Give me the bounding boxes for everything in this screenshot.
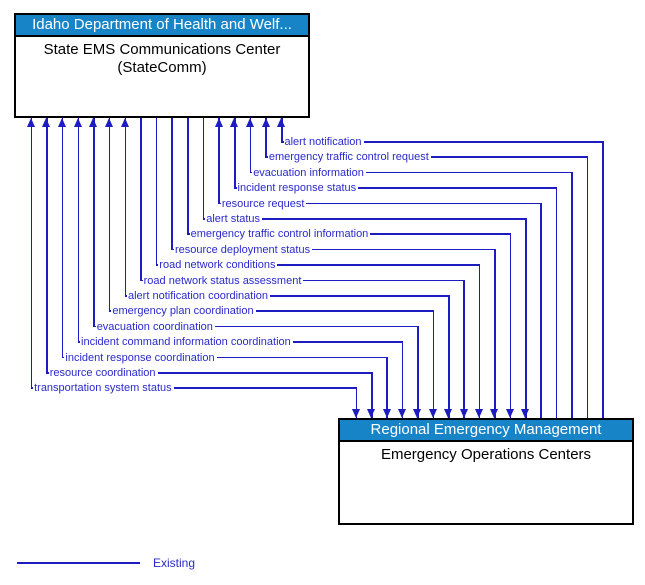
flow-line-vertical-bottom [432,310,435,418]
flow-line-vertical-bottom [509,233,512,418]
flow-label: incident response coordination [64,351,217,364]
flow-line-vertical-bottom [525,218,527,418]
up-arrowhead-icon [26,118,35,127]
flow-line-vertical-top [171,118,173,249]
flow-line-vertical-bottom [463,279,465,418]
flow-line-horizontal [93,325,419,328]
flow-label: incident command information coordinatio… [80,336,293,349]
flow-line-vertical-top [234,118,236,188]
flow-line-vertical-bottom [371,372,373,418]
flow-line-horizontal [46,372,373,374]
flow-line-vertical-bottom [417,325,419,418]
down-arrowhead-icon [428,409,437,418]
flow-line-vertical-bottom [586,156,589,418]
flow-line-vertical-top [93,118,95,326]
up-arrowhead-icon [105,118,114,127]
down-arrowhead-icon [521,409,530,418]
flow-line-vertical-bottom [555,187,558,418]
flow-line-vertical-top [202,118,205,218]
flow-line-vertical-top [155,118,158,265]
up-arrowhead-icon [214,118,223,127]
legend-existing-label: Existing [153,556,196,570]
flow-label: transportation system status [33,382,174,395]
flow-line-vertical-bottom [571,171,573,418]
flow-label: incident response status [236,182,359,195]
flow-line-vertical-top [46,118,48,372]
flow-line-vertical-top [265,118,267,157]
flow-label: road network conditions [158,259,278,272]
down-arrowhead-icon [351,409,360,418]
statecomm-entity-box: Idaho Department of Health and Welf... S… [14,13,310,118]
up-arrowhead-icon [230,118,239,127]
eoc-entity-box: Regional Emergency Management Emergency … [338,418,634,525]
flow-label: resource deployment status [173,243,313,256]
flow-label: emergency traffic control information [189,228,371,241]
flow-line-vertical-bottom [386,356,388,418]
flow-line-vertical-top [77,118,80,342]
flow-line-vertical-top [61,118,64,357]
legend-existing-line [17,562,140,564]
down-arrowhead-icon [398,409,406,418]
down-arrowhead-icon [382,409,391,418]
flow-line-horizontal [202,218,527,220]
down-arrowhead-icon [490,409,499,418]
flow-label: emergency traffic control request [267,151,431,164]
statecomm-title-line1: State EMS Communications Center [43,41,281,58]
flow-line-vertical-top [187,118,189,234]
flow-line-horizontal [171,248,496,251]
flow-line-horizontal [249,171,573,174]
flow-line-vertical-bottom [494,248,496,418]
eoc-header: Regional Emergency Management [340,420,632,442]
flow-line-vertical-bottom [602,141,604,418]
down-arrowhead-icon [475,409,483,418]
flow-line-vertical-bottom [478,264,481,418]
flow-line-vertical-top [281,118,283,141]
up-arrowhead-icon [89,118,98,127]
up-arrowhead-icon [120,118,129,127]
flow-label: road network status assessment [142,274,304,287]
flow-line-vertical-bottom [401,341,404,418]
up-arrowhead-icon [261,118,270,127]
flow-label: emergency plan coordination [111,305,256,318]
flow-line-vertical-top [124,118,126,295]
flow-line-vertical-top [108,118,111,311]
flow-line-vertical-bottom [540,202,542,418]
flow-line-horizontal [61,356,388,359]
down-arrowhead-icon [505,409,514,418]
flow-line-horizontal [281,141,604,143]
statecomm-title: State EMS Communications Center (StateCo… [16,37,308,77]
flow-line-horizontal [108,310,435,312]
flow-line-horizontal [234,187,558,189]
flow-label: evacuation coordination [95,320,215,333]
flow-label: alert status [205,213,263,225]
flow-line-horizontal [155,264,481,266]
down-arrowhead-icon [444,409,453,418]
flow-line-horizontal [30,387,358,389]
flow-label: resource request [220,197,307,210]
flow-line-vertical-top [218,118,220,203]
up-arrowhead-icon [73,118,82,127]
up-arrowhead-icon [245,118,254,127]
statecomm-header: Idaho Department of Health and Welf... [16,15,308,37]
flow-line-vertical-bottom [448,295,450,418]
flow-label: alert notification [283,136,364,148]
down-arrowhead-icon [459,409,468,418]
flow-line-vertical-top [30,118,33,388]
eoc-title: Emergency Operations Centers [340,442,632,464]
up-arrowhead-icon [42,118,51,127]
down-arrowhead-icon [413,409,422,418]
flow-line-horizontal [124,295,450,297]
up-arrowhead-icon [277,118,286,127]
down-arrowhead-icon [367,409,376,418]
flow-label: evacuation information [252,166,366,179]
eoc-title-line1: Emergency Operations Centers [380,446,592,463]
flow-label: resource coordination [48,367,158,379]
up-arrowhead-icon [58,118,67,127]
flow-line-vertical-bottom [355,387,358,418]
flow-line-horizontal [218,202,542,205]
flow-line-vertical-top [249,118,252,172]
flow-line-vertical-top [140,118,142,280]
flow-label: alert notification coordination [127,290,271,302]
statecomm-title-line2: (StateComm) [117,59,207,76]
